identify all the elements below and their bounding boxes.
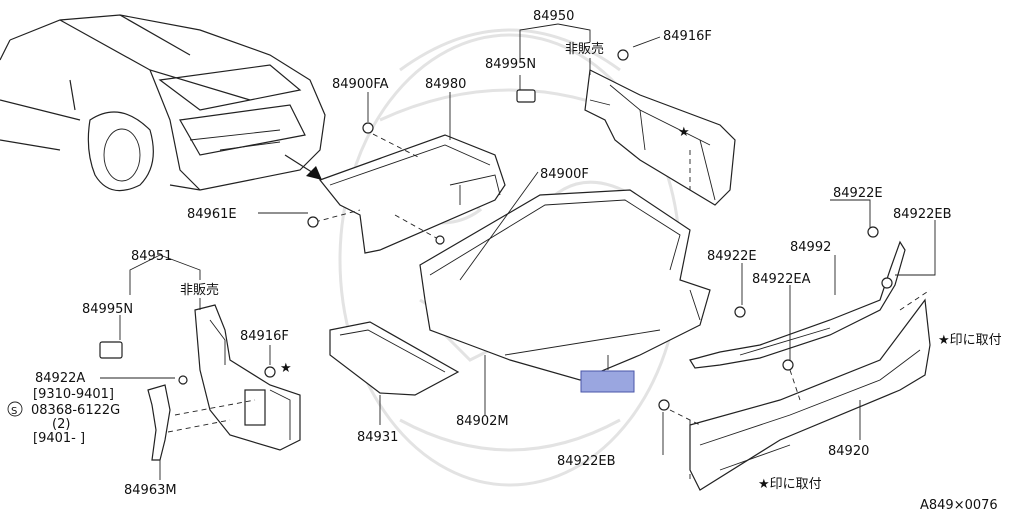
label-not-for-sale-left: 非販売 (180, 282, 219, 298)
label-84992: 84992 (790, 240, 831, 255)
label-84995N-top: 84995N (485, 57, 536, 72)
label-bolt-qty: (2) (52, 417, 70, 432)
label-84902M: 84902M (456, 414, 509, 429)
part-84950-shape (516, 49, 736, 206)
label-84922E-mid: 84922E (707, 249, 757, 264)
star-marker-left: ★ (280, 361, 292, 376)
label-84922EB-bottom: 84922EB (557, 454, 616, 469)
label-84995N-left: 84995N (82, 302, 133, 317)
label-84916F-top: 84916F (663, 29, 712, 44)
label-84961E: 84961E (187, 207, 237, 222)
label-not-for-sale-top: 非販売 (565, 41, 604, 57)
direction-arrow (284, 154, 322, 180)
label-84922EB-right: 84922EB (893, 207, 952, 222)
part-84931-shape (329, 321, 460, 396)
part-84992-shape (689, 226, 906, 371)
note-star-bottom: ★印に取付 (758, 477, 822, 492)
label-84916F-left: 84916F (240, 329, 289, 344)
part-84980-shape (307, 122, 506, 254)
diagram-id: A849×0076 (920, 498, 998, 510)
part-84920-shape (658, 289, 931, 491)
label-range-9401: [9401- ] (33, 431, 85, 446)
star-marker-top: ★ (678, 125, 690, 140)
label-84951: 84951 (131, 249, 172, 264)
selected-part-highlight[interactable] (580, 370, 635, 393)
car-body-illustration (0, 14, 326, 192)
label-bolt-code: 08368-6122G (31, 403, 120, 418)
label-84900F: 84900F (540, 167, 589, 182)
leader-lines (100, 23, 936, 480)
label-range-9310: [9310-9401] (33, 387, 114, 402)
circled-s-letter: S (11, 406, 17, 417)
label-84922A: 84922A (35, 371, 85, 386)
label-84931: 84931 (357, 430, 398, 445)
label-84963M: 84963M (124, 483, 177, 498)
label-84900FA: 84900FA (332, 77, 389, 92)
circled-s-icon (7, 401, 23, 417)
label-84980: 84980 (425, 77, 466, 92)
label-84950: 84950 (533, 9, 574, 24)
part-84902M-shape (419, 189, 711, 381)
note-star-right: ★印に取付 (938, 333, 1002, 348)
label-84922E-right: 84922E (833, 186, 883, 201)
label-84922EA: 84922EA (752, 272, 811, 287)
label-84920: 84920 (828, 444, 869, 459)
